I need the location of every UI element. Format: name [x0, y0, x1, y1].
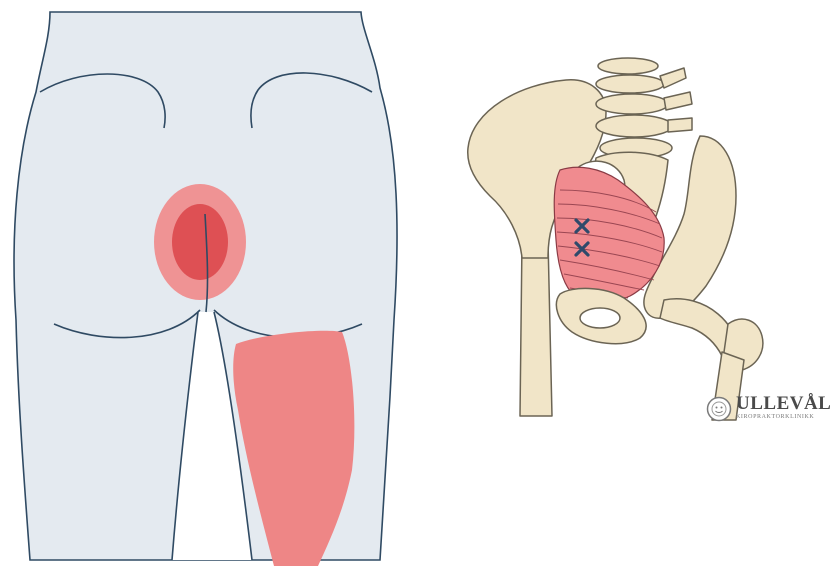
- logo-emblem-icon: [706, 396, 732, 422]
- logo-subtitle: KIROPRAKTORKLINIKK: [736, 414, 814, 420]
- spinous-process: [668, 118, 692, 132]
- clinic-logo: ULLEVÅL KIROPRAKTORKLINIKK: [705, 392, 839, 432]
- vertebra: [596, 115, 672, 137]
- logo-name: ULLEVÅL: [736, 393, 831, 415]
- obturator-foramen: [580, 308, 620, 328]
- vertebra: [596, 94, 668, 114]
- vertebra: [598, 58, 658, 74]
- buttocks-figure: [14, 12, 397, 566]
- pelvis-figure: [468, 58, 763, 420]
- spinous-process: [664, 92, 692, 110]
- pain-core: [172, 204, 228, 280]
- lumbar-vertebrae: [596, 58, 692, 158]
- femur-left: [520, 240, 552, 416]
- spinous-process: [660, 68, 686, 88]
- vertebra: [596, 75, 664, 93]
